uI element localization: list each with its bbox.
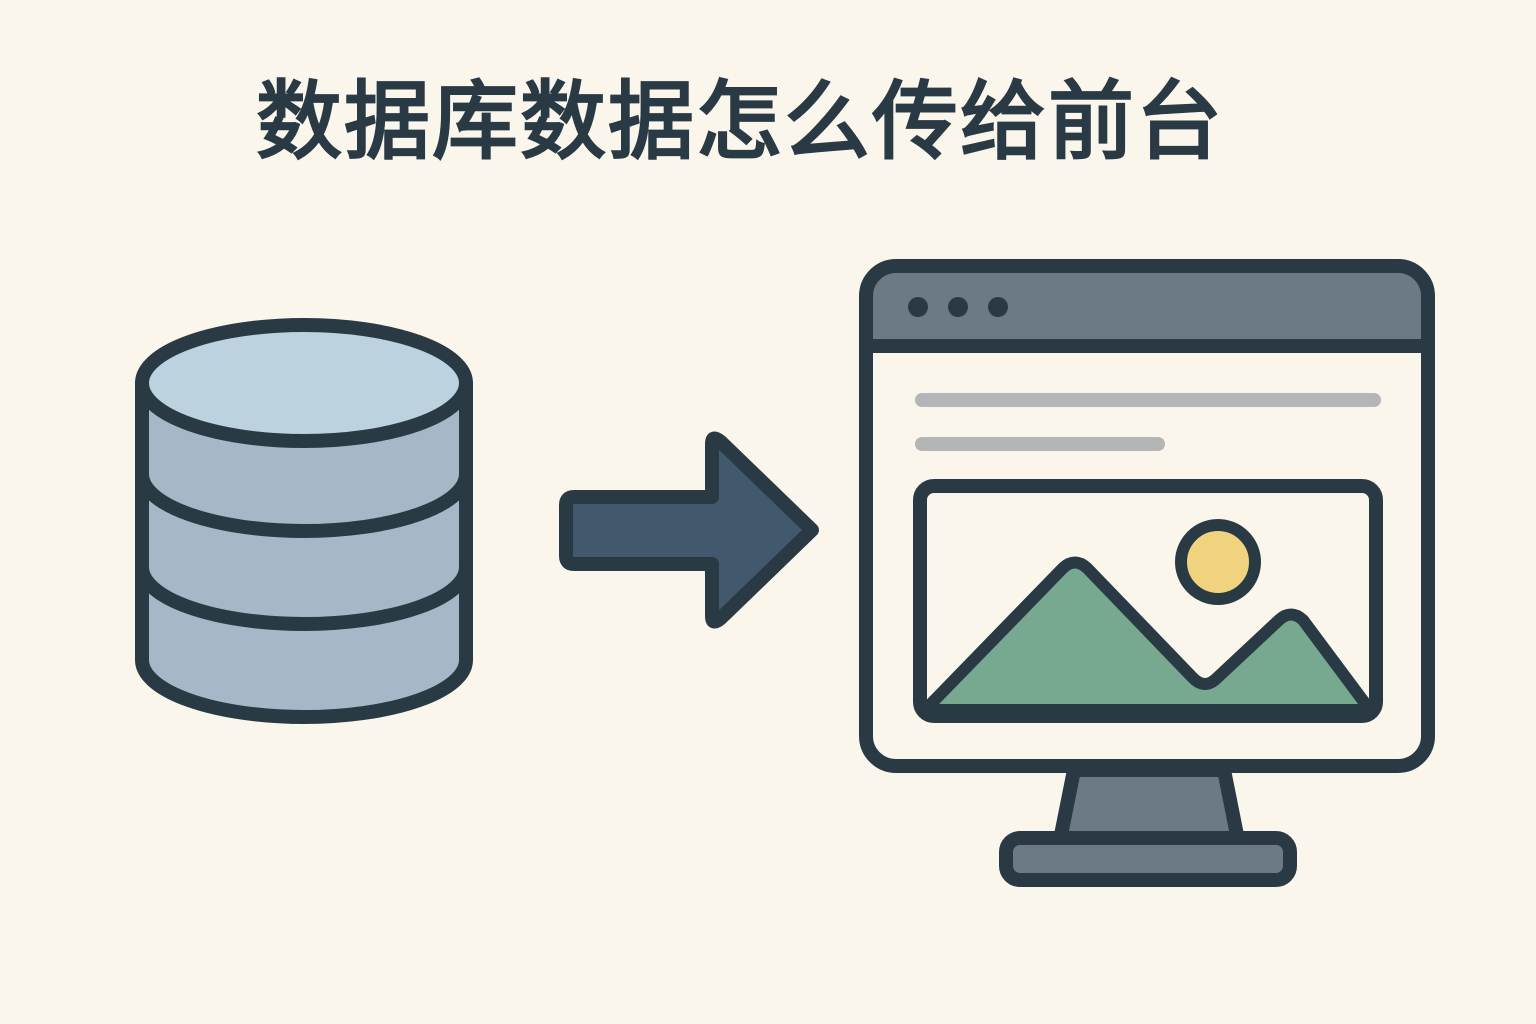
window-dot-1 [908,297,928,317]
window-dot-2 [948,297,968,317]
database-icon [135,318,473,724]
database-divider-2 [135,560,473,631]
monitor-stand-base [999,831,1297,887]
window-dot-3 [988,297,1008,317]
monitor-icon [859,259,1435,887]
page-title: 数据库数据怎么传给前台 [256,72,1224,172]
database-body [135,376,473,724]
browser-outline [859,259,1435,773]
monitor-stand-neck [1053,763,1245,847]
image-mountains [919,556,1376,716]
arrow-right-icon [559,431,819,629]
image-icon [913,479,1383,723]
image-frame-outline [913,479,1383,723]
browser-titlebar [866,266,1428,346]
image-sun [1175,519,1261,605]
database-top [135,318,473,448]
database-divider-1 [135,467,473,538]
